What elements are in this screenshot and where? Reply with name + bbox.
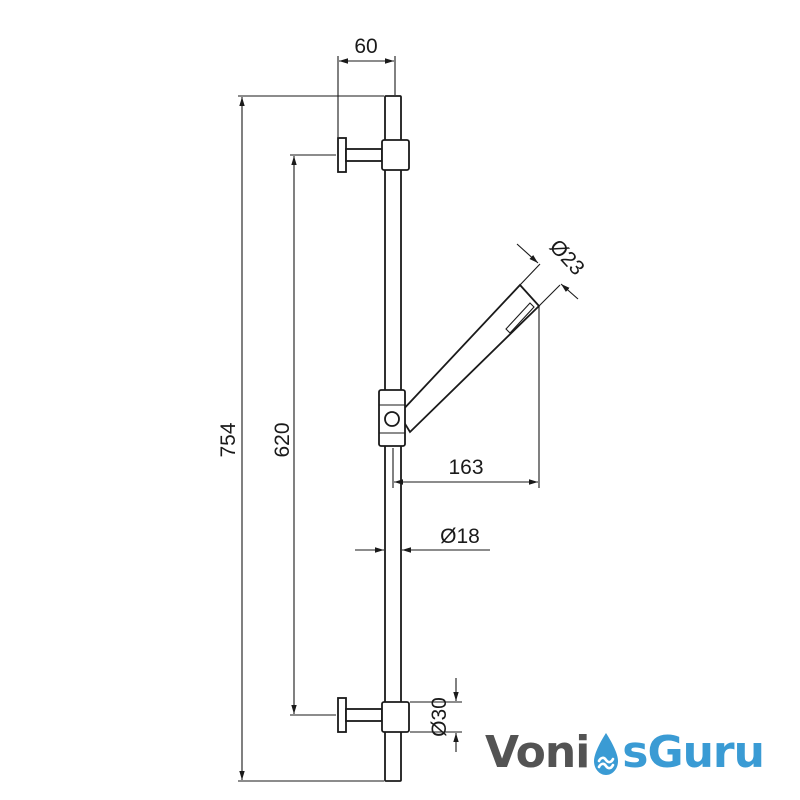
dimension-620-label: 620 [271,422,294,457]
logo-text-sguru: sGuru [622,726,765,778]
top-wall-bracket [337,137,410,173]
dimension-d18-label: Ø18 [440,525,480,548]
dimension-d23-label: Ø23 [545,235,589,280]
dimension-handshower-reach: 163 [392,307,540,488]
logo-text-voni: Voni [485,726,590,778]
dimension-163-label: 163 [448,456,483,479]
dimension-60-label: 60 [354,35,377,58]
dimension-bracket-diameter: Ø30 [410,678,462,752]
bottom-wall-bracket [337,697,410,733]
voniosguru-logo: Voni sGuru [485,722,765,782]
dimension-bracket-projection: 60 [337,35,396,137]
dimension-rail-diameter: Ø18 [355,525,490,553]
dimension-d30-label: Ø30 [428,697,451,737]
dimension-overall-height: 754 [217,95,384,782]
dimension-bracket-spacing: 620 [271,154,336,716]
dimension-754-label: 754 [217,422,240,457]
sliding-holder [378,389,406,447]
water-drop-icon [591,731,621,777]
hand-shower [397,283,541,434]
